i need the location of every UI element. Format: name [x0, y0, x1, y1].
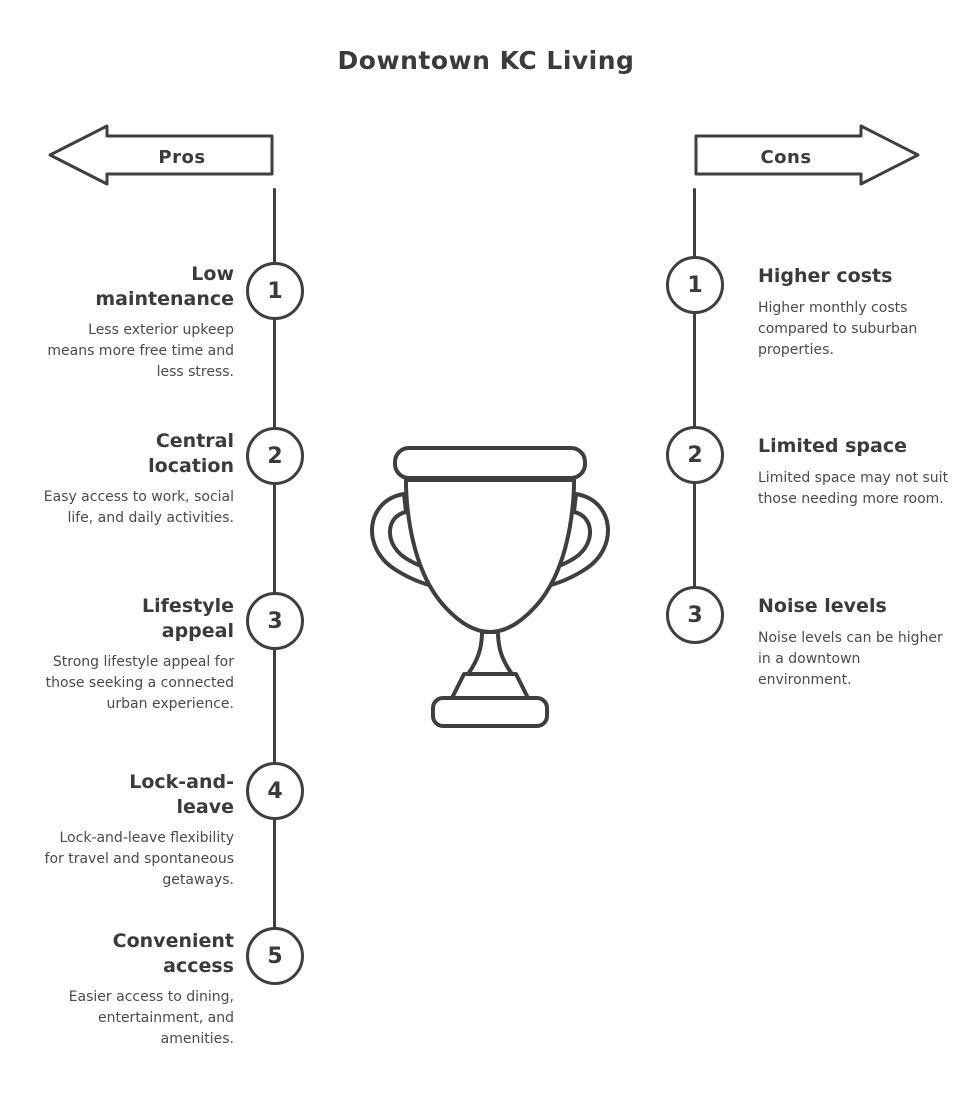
pros-item-3-badge: 3: [246, 592, 304, 650]
pros-item-5-badge: 5: [246, 927, 304, 985]
pros-item-3-description: Strong lifestyle appeal for those seekin…: [45, 654, 234, 713]
cons-item-1-description: Higher monthly costs compared to suburba…: [758, 299, 918, 358]
pros-arrow: Pros: [45, 122, 275, 192]
pros-item-2-description: Easy access to work, social life, and da…: [43, 489, 234, 527]
pros-item-2-title: Central location: [148, 430, 234, 477]
cons-item-1: Higher costs Higher monthly costs compar…: [758, 264, 958, 361]
cons-item-3-title: Noise levels: [758, 595, 887, 617]
cons-label: Cons: [760, 146, 812, 168]
left-arrow-icon: [48, 124, 274, 186]
cons-item-1-badge: 1: [666, 256, 724, 314]
trophy-stem: [466, 630, 514, 676]
pros-timeline-line: [273, 188, 276, 958]
pros-item-4-title: Lock-and-leave: [129, 771, 234, 818]
pros-item-3: Lifestyle appeal Strong lifestyle appeal…: [38, 594, 234, 715]
trophy-pedestal: [450, 672, 530, 700]
left-arrow-shape: [48, 124, 274, 186]
pros-item-4: Lock-and-leave Lock-and-leave flexibilit…: [38, 770, 234, 891]
pros-label: Pros: [158, 146, 206, 168]
pros-item-1-description: Less exterior upkeep means more free tim…: [47, 322, 234, 381]
pros-item-5-title: Convenient access: [112, 930, 234, 977]
pros-item-3-title: Lifestyle appeal: [142, 595, 234, 642]
cons-timeline-line: [693, 188, 696, 618]
pros-item-1-title: Low maintenance: [95, 263, 234, 310]
trophy-cup: [403, 478, 577, 634]
cons-item-2-badge: 2: [666, 426, 724, 484]
right-arrow-shape: [694, 124, 920, 186]
pros-item-5: Convenient access Easier access to dinin…: [38, 929, 234, 1050]
page-title: Downtown KC Living: [337, 46, 635, 75]
cons-arrow: Cons: [693, 122, 923, 192]
trophy-icon: [370, 446, 610, 728]
pros-item-1-badge: 1: [246, 262, 304, 320]
cons-item-1-title: Higher costs: [758, 265, 893, 287]
pros-item-1: Low maintenance Less exterior upkeep mea…: [38, 262, 234, 383]
trophy: [340, 436, 640, 750]
cons-item-3-badge: 3: [666, 586, 724, 644]
cons-item-2: Limited space Limited space may not suit…: [758, 434, 958, 510]
cons-item-3-description: Noise levels can be higher in a downtown…: [758, 629, 943, 688]
pros-item-2: Central location Easy access to work, so…: [38, 429, 234, 529]
pros-item-2-badge: 2: [246, 427, 304, 485]
cons-item-3: Noise levels Noise levels can be higher …: [758, 594, 958, 691]
cons-item-2-title: Limited space: [758, 435, 907, 457]
trophy-base: [431, 696, 549, 728]
pros-item-4-description: Lock-and-leave flexibility for travel an…: [44, 830, 234, 889]
right-arrow-icon: [694, 124, 920, 186]
trophy-rim: [393, 446, 587, 480]
pros-item-5-description: Easier access to dining, entertainment, …: [68, 989, 234, 1048]
cons-item-2-description: Limited space may not suit those needing…: [758, 469, 949, 507]
pros-item-4-badge: 4: [246, 762, 304, 820]
